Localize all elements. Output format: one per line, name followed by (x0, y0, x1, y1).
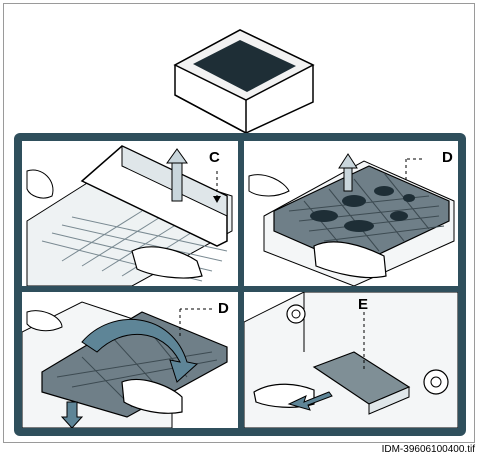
image-id-caption: IDM-39606100400.tif (382, 444, 475, 455)
label-d-top: D (442, 149, 453, 166)
step-3-illustration (22, 292, 238, 428)
label-e: E (358, 296, 368, 313)
step-4-panel: E (244, 292, 458, 428)
step-3-panel: D (22, 292, 238, 428)
step-1-illustration (22, 141, 238, 286)
filter-box-illustration (0, 0, 479, 140)
step-1-panel: C (22, 141, 238, 286)
label-d-bottom: D (218, 300, 229, 317)
label-c: C (209, 149, 220, 166)
step-2-panel: D (244, 141, 458, 286)
step-2-illustration (244, 141, 458, 286)
step-4-illustration (244, 292, 458, 428)
